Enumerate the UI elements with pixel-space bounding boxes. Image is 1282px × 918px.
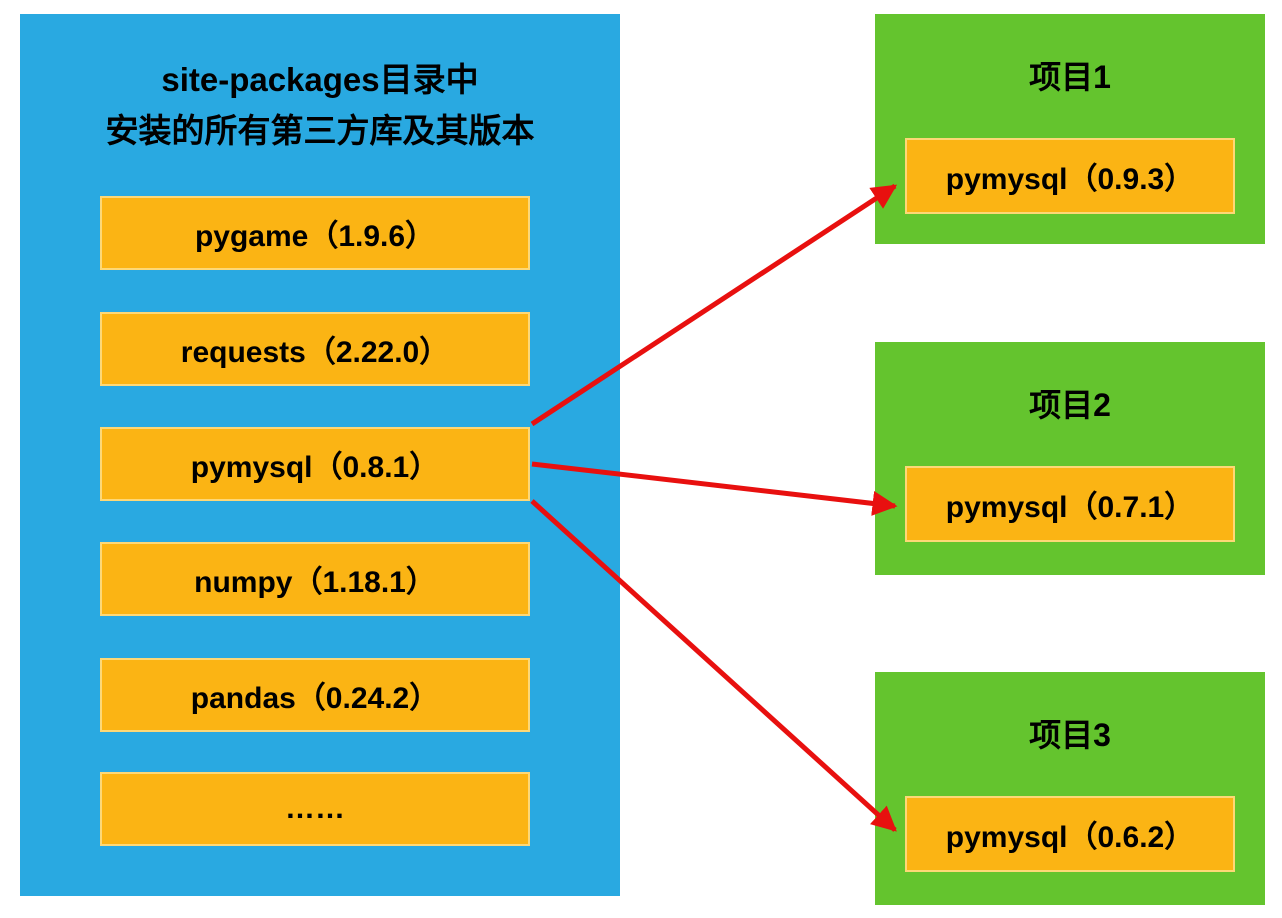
site-packages-panel: site-packages目录中 安装的所有第三方库及其版本 pygame（1.… [20, 14, 620, 896]
site-packages-title: site-packages目录中 安装的所有第三方库及其版本 [20, 54, 620, 156]
project-2-title: 项目2 [1029, 387, 1111, 423]
package-box-numpy: numpy（1.18.1） [100, 542, 530, 616]
project-2-package-box: pymysql（0.7.1） [905, 466, 1235, 542]
project-panel-2: 项目2 pymysql（0.7.1） [875, 342, 1265, 575]
package-box-ellipsis: …… [100, 772, 530, 846]
project-1-package-box: pymysql（0.9.3） [905, 138, 1235, 214]
package-box-pymysql: pymysql（0.8.1） [100, 427, 530, 501]
package-box-pygame: pygame（1.9.6） [100, 196, 530, 270]
title-line-1: site-packages目录中 [161, 61, 479, 98]
project-panel-1: 项目1 pymysql（0.9.3） [875, 14, 1265, 244]
package-box-requests: requests（2.22.0） [100, 312, 530, 386]
title-line-2: 安装的所有第三方库及其版本 [105, 112, 535, 150]
project-panel-3: 项目3 pymysql（0.6.2） [875, 672, 1265, 905]
package-box-pandas: pandas（0.24.2） [100, 658, 530, 732]
project-3-package-box: pymysql（0.6.2） [905, 796, 1235, 872]
project-1-title: 项目1 [1029, 59, 1111, 95]
project-3-title: 项目3 [1029, 717, 1111, 753]
